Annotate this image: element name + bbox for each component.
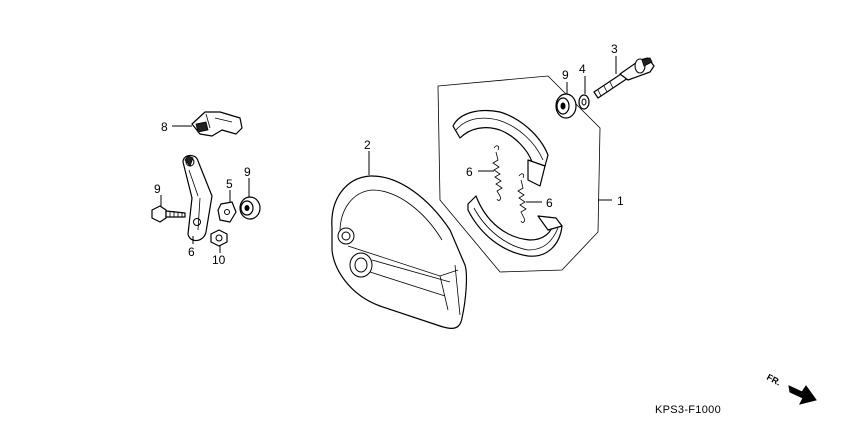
front-direction-indicator: FR.	[765, 372, 817, 405]
callout-1: 1	[617, 194, 624, 208]
callout-9-left: 9	[244, 165, 251, 179]
felt-seal-left-part	[239, 196, 261, 220]
brake-shoe-lower-part	[467, 195, 563, 257]
pointer-plate-part	[191, 111, 243, 137]
washer-part	[578, 94, 590, 110]
brake-cam-part	[593, 57, 655, 99]
callout-2: 2	[364, 138, 371, 152]
brake-shoe-upper-part	[452, 109, 549, 187]
callout-6-right: 6	[546, 196, 553, 210]
spring-right-part	[517, 173, 527, 223]
felt-seal-right-part	[555, 93, 577, 119]
front-direction-label: FR.	[765, 372, 782, 388]
callout-7: 6	[188, 245, 195, 259]
brake-arm-part	[182, 154, 213, 242]
nut-part	[210, 229, 228, 247]
assembly-bracket	[437, 75, 601, 273]
callout-10: 9	[154, 182, 161, 196]
callout-3: 3	[611, 42, 618, 56]
callout-4: 4	[579, 62, 586, 76]
front-arrow-icon	[788, 385, 817, 405]
callout-11: 10	[212, 253, 226, 267]
diagram-code: KPS3-F1000	[655, 404, 721, 416]
callout-9-right: 9	[562, 68, 569, 82]
indicator-plate-part	[217, 201, 237, 223]
callout-8: 8	[161, 120, 168, 134]
spring-left-part	[492, 145, 503, 201]
brake-panel-part	[331, 175, 468, 329]
callout-6-left: 6	[466, 165, 473, 179]
bolt-part	[151, 205, 186, 223]
callout-5: 5	[226, 177, 233, 191]
